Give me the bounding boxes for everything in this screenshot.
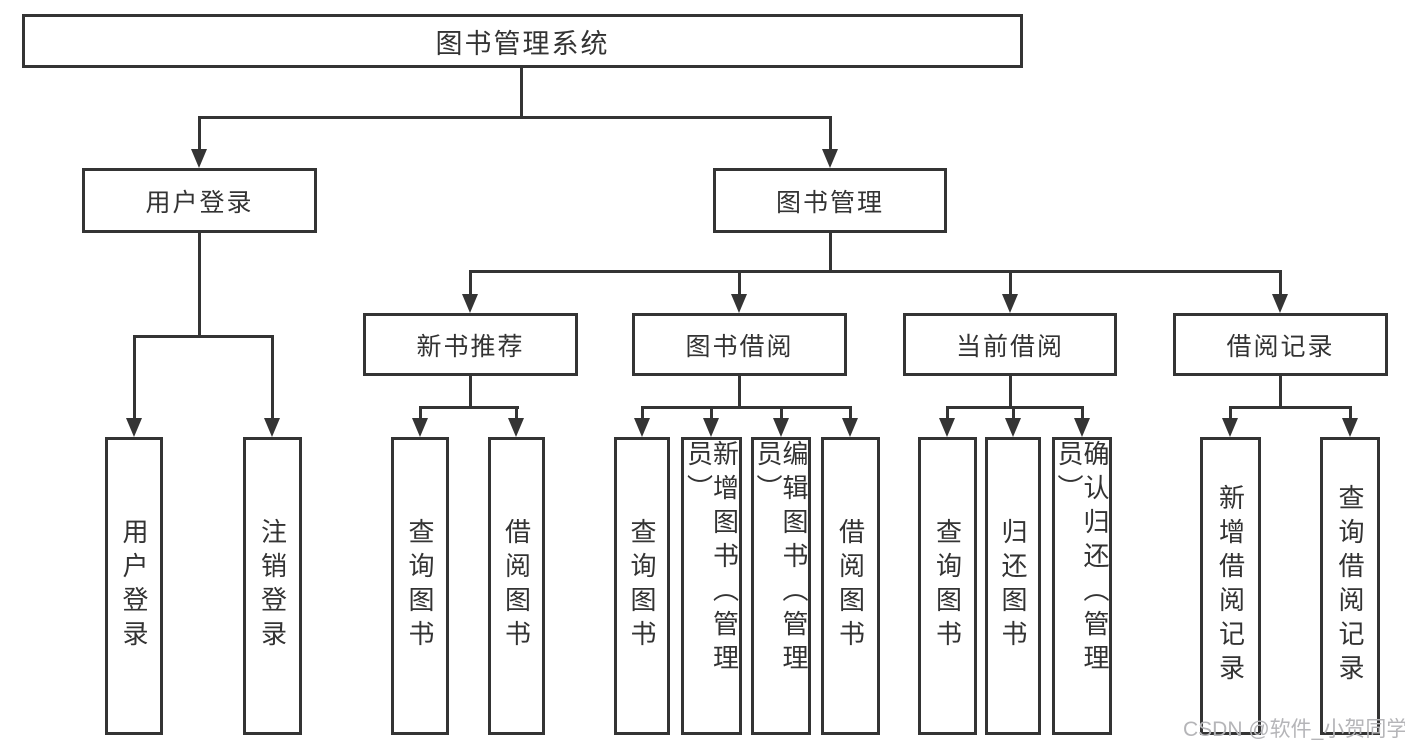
arrowhead-down-icon: [508, 418, 524, 437]
node-label: 确认归还（管理员）: [1054, 440, 1110, 678]
connector-book-borrow-stub: [738, 376, 741, 409]
node-library-management-system: 图书管理系统: [22, 14, 1023, 68]
arrowhead-down-icon: [264, 418, 280, 437]
connector-arrow-stem: [1279, 270, 1282, 294]
node-label: 当前借阅: [955, 332, 1064, 361]
node-label: 图书管理系统: [435, 28, 610, 59]
leaf-query-borrow-record: 查询借阅记录: [1320, 437, 1380, 735]
leaf-user-login: 用户登录: [105, 437, 163, 735]
leaf-confirm-return-admin: 确认归还（管理员）: [1052, 437, 1112, 735]
node-label: 新增图书（管理员）: [683, 440, 740, 678]
connector-arrow-stem: [469, 270, 472, 294]
node-label: 归还图书: [998, 518, 1028, 654]
arrowhead-down-icon: [126, 418, 142, 437]
arrowhead-down-icon: [634, 418, 650, 437]
connector-new-book-recommend-branch: [419, 406, 519, 409]
node-label: 新书推荐: [416, 332, 525, 361]
node-label: 用户登录: [119, 518, 149, 654]
arrowhead-down-icon: [462, 294, 478, 313]
connector-current-borrow-branch: [946, 406, 1084, 409]
node-label: 用户登录: [145, 188, 254, 217]
connector-arrow-stem: [849, 406, 852, 418]
arrowhead-down-icon: [191, 149, 207, 168]
node-label: 借阅图书: [501, 518, 532, 654]
leaf-logout: 注销登录: [243, 437, 302, 735]
arrowhead-down-icon: [773, 418, 789, 437]
connector-arrow-stem: [419, 406, 422, 418]
leaf-query-book-2: 查询图书: [614, 437, 670, 735]
node-book-management: 图书管理: [713, 168, 947, 233]
node-label: 借阅图书: [835, 518, 866, 654]
connector-level1-branch: [198, 116, 832, 119]
connector-arrow-stem: [710, 406, 713, 418]
connector-arrow-stem: [641, 406, 644, 418]
node-label: 新增借阅记录: [1215, 484, 1246, 688]
connector-user-login-stub: [198, 233, 201, 338]
connector-root-stub: [520, 68, 523, 118]
node-label: 查询图书: [405, 518, 435, 654]
arrowhead-down-icon: [731, 294, 747, 313]
arrowhead-down-icon: [1222, 418, 1238, 437]
node-label: 图书管理: [775, 188, 884, 217]
connector-current-borrow-stub: [1009, 376, 1012, 409]
leaf-query-book-3: 查询图书: [918, 437, 977, 735]
leaf-add-borrow-record: 新增借阅记录: [1200, 437, 1261, 735]
connector-arrow-stem: [1229, 406, 1232, 418]
connector-book-borrow-branch: [641, 406, 852, 409]
connector-arrow-stem: [780, 406, 783, 418]
arrowhead-down-icon: [412, 418, 428, 437]
node-current-borrow: 当前借阅: [903, 313, 1117, 376]
leaf-add-book-admin: 新增图书（管理员）: [681, 437, 742, 735]
node-label: 借阅记录: [1226, 332, 1335, 361]
connector-book-management-branch: [469, 270, 1282, 273]
connector-new-book-recommend-stub: [469, 376, 472, 409]
connector-borrow-record-branch: [1229, 406, 1352, 409]
arrowhead-down-icon: [939, 418, 955, 437]
connector-user-login-branch: [133, 335, 274, 338]
leaf-borrow-book-1: 借阅图书: [488, 437, 545, 735]
connector-borrow-record-stub: [1279, 376, 1282, 409]
node-label: 查询借阅记录: [1335, 484, 1365, 688]
node-label: 注销登录: [257, 518, 288, 654]
leaf-borrow-book-2: 借阅图书: [821, 437, 880, 735]
node-label: 编辑图书（管理员）: [753, 440, 809, 678]
node-user-login: 用户登录: [82, 168, 317, 233]
connector-arrow-stem: [829, 116, 832, 149]
connector-arrow-stem: [198, 116, 201, 149]
connector-arrow-stem: [738, 270, 741, 294]
connector-arrow-stem: [1009, 270, 1012, 294]
node-new-book-recommend: 新书推荐: [363, 313, 578, 376]
arrowhead-down-icon: [1272, 294, 1288, 313]
connector-arrow-stem: [1012, 406, 1015, 418]
watermark: CSDN @软件_小贺同学: [1183, 718, 1405, 741]
arrowhead-down-icon: [1074, 418, 1090, 437]
arrowhead-down-icon: [1002, 294, 1018, 313]
connector-arrow-stem: [946, 406, 949, 418]
node-label: 查询图书: [932, 518, 963, 654]
node-book-borrow: 图书借阅: [632, 313, 847, 376]
leaf-edit-book-admin: 编辑图书（管理员）: [751, 437, 811, 735]
arrowhead-down-icon: [1342, 418, 1358, 437]
connector-arrow-stem: [133, 335, 136, 418]
arrowhead-down-icon: [703, 418, 719, 437]
leaf-query-book-1: 查询图书: [391, 437, 449, 735]
node-label: 图书借阅: [685, 332, 794, 361]
node-borrow-record: 借阅记录: [1173, 313, 1388, 376]
connector-book-management-stub: [829, 233, 832, 273]
connector-arrow-stem: [515, 406, 518, 418]
connector-arrow-stem: [1081, 406, 1084, 418]
connector-arrow-stem: [271, 335, 274, 418]
arrowhead-down-icon: [1005, 418, 1021, 437]
connector-arrow-stem: [1349, 406, 1352, 418]
node-label: 查询图书: [627, 518, 657, 654]
leaf-return-book: 归还图书: [985, 437, 1041, 735]
arrowhead-down-icon: [842, 418, 858, 437]
arrowhead-down-icon: [822, 149, 838, 168]
